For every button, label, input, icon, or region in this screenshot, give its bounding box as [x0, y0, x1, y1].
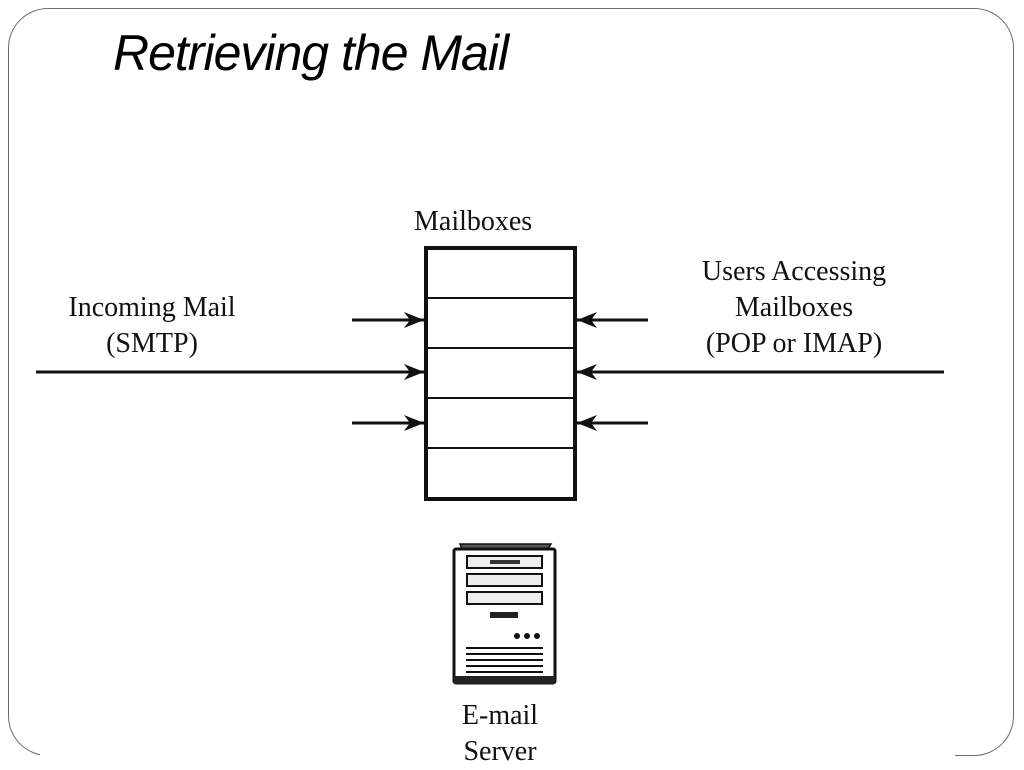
email-server-line1: E-mail [461, 700, 539, 731]
incoming-mail-line2: (SMTP) [106, 328, 198, 359]
users-accessing-line3: (POP or IMAP) [705, 328, 883, 359]
incoming-mail-label: Incoming Mail (SMTP) [34, 290, 270, 362]
mailbox-stack-icon [424, 246, 577, 501]
users-accessing-line2: Mailboxes [734, 292, 854, 323]
email-server-line2: Server [463, 736, 537, 767]
email-server-label: E-mail Server [440, 698, 560, 770]
incoming-mail-line1: Incoming Mail [68, 292, 236, 323]
frame-gap [40, 752, 955, 764]
users-accessing-line1: Users Accessing [701, 256, 887, 287]
mailboxes-label: Mailboxes [414, 206, 533, 237]
server-tower-icon [452, 543, 557, 685]
slide-title: Retrieving the Mail [113, 25, 509, 81]
users-accessing-label: Users Accessing Mailboxes (POP or IMAP) [655, 254, 933, 362]
